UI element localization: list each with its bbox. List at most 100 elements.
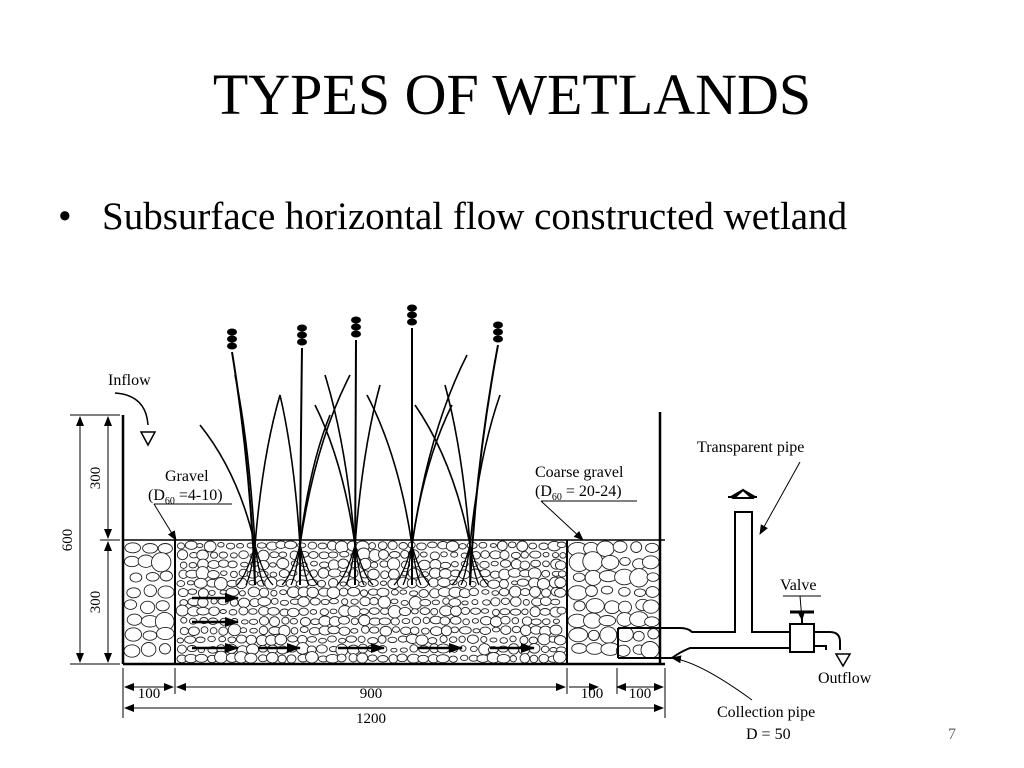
gravel-stone <box>440 625 453 637</box>
gravel-stone <box>244 652 258 664</box>
gravel-stone <box>207 635 216 643</box>
gravel-stone <box>327 551 339 559</box>
gravel-stone <box>427 637 438 645</box>
gravel-stone <box>367 654 378 662</box>
gravel-stone <box>175 604 189 617</box>
dimension-width-left: 100 <box>138 686 161 702</box>
gravel-stone <box>556 541 567 549</box>
plant-stem <box>469 344 499 586</box>
gravel-label-line1: Gravel <box>165 468 209 485</box>
gravel-stone <box>508 585 522 598</box>
gravel-stone <box>390 617 400 626</box>
gravel-stone <box>359 596 371 607</box>
gravel-stone <box>550 598 561 606</box>
plant-leaf <box>314 404 356 546</box>
gravel-stone <box>336 653 347 663</box>
gravel-stone <box>417 654 430 664</box>
gravel-stone <box>500 597 510 605</box>
gravel-stone <box>345 635 357 643</box>
gravel-stone <box>419 607 431 615</box>
gravel-stone <box>308 627 321 636</box>
gravel-stone <box>409 626 420 635</box>
gravel-stone <box>227 560 238 569</box>
gravel-stone <box>225 542 236 550</box>
gravel-stone <box>228 609 238 616</box>
gravel-stone <box>537 633 551 646</box>
inflow-label: Inflow <box>108 372 151 389</box>
plant-leaf <box>414 404 471 546</box>
plant-root <box>451 544 471 586</box>
gravel-stone <box>239 627 248 634</box>
gravel-stone <box>220 570 228 576</box>
gravel-stone <box>179 561 188 569</box>
gravel-stone <box>176 549 189 561</box>
gravel-stone <box>529 586 541 598</box>
gravel-stone <box>449 636 458 643</box>
gravel-stone <box>409 644 419 653</box>
gravel-stone <box>369 626 380 634</box>
gravel-stone <box>530 618 542 626</box>
gravel-stone <box>237 597 251 609</box>
gravel-stone <box>327 635 337 643</box>
gravel-stone <box>279 589 288 596</box>
gravel-stone <box>416 542 427 551</box>
gravel-stone <box>520 551 529 559</box>
gravel-stone <box>140 600 156 615</box>
gravel-stone <box>468 587 479 597</box>
plant-leaf <box>279 394 301 546</box>
gravel-stone <box>238 606 249 616</box>
gravel-stone <box>177 542 185 550</box>
gravel-stone <box>510 608 522 616</box>
gravel-stone <box>269 551 280 559</box>
valve-body <box>789 623 815 653</box>
gravel-stone <box>329 598 339 605</box>
gravel-stone <box>129 572 143 583</box>
outflow-label: Outflow <box>818 670 872 687</box>
gravel-stone <box>258 654 268 663</box>
gravel-stone <box>310 618 321 626</box>
plant-leaf <box>254 394 281 546</box>
gravel-stone <box>195 636 206 644</box>
plant-seed-head <box>227 342 237 350</box>
gravel-stone <box>217 541 225 548</box>
slide-title: TYPES OF WETLANDS <box>212 62 812 127</box>
gravel-stone <box>572 572 586 582</box>
horizontal-dimensions <box>122 668 666 718</box>
gravel-stone <box>387 636 398 644</box>
gravel-stone <box>269 571 278 578</box>
gravel-stone <box>510 551 521 559</box>
gravel-stone <box>298 607 309 616</box>
gravel-stone <box>604 600 621 615</box>
gravel-stone <box>552 552 560 559</box>
gravel-stone <box>236 543 245 549</box>
gravel-stone <box>479 560 490 569</box>
gravel-stone <box>585 585 598 597</box>
gravel-stone <box>619 556 631 566</box>
gravel-stone <box>448 598 462 608</box>
gravel-stone <box>511 617 520 625</box>
gravel-stone <box>142 543 159 554</box>
gravel-stone <box>431 599 440 606</box>
plant-seed-head <box>407 311 417 319</box>
gravel-stone <box>309 609 318 615</box>
gravel-stone <box>630 541 643 553</box>
gravel-stone <box>318 637 327 644</box>
gravel-stone <box>490 560 499 567</box>
gravel-stone <box>396 653 408 663</box>
gravel-stone <box>218 635 227 643</box>
gravel-stone <box>450 605 462 617</box>
gravel-stone <box>279 599 289 606</box>
gravel-stone <box>445 540 460 552</box>
gravel-stone <box>214 577 228 591</box>
gravel-stone <box>540 645 550 653</box>
gravel-stone <box>338 626 351 636</box>
gravel-stone <box>218 551 228 559</box>
gravel-stone <box>378 549 389 560</box>
gravel-stone <box>200 626 209 634</box>
gravel-stone <box>179 626 189 636</box>
gravel-stone <box>256 542 267 549</box>
gravel-stone <box>528 636 538 645</box>
gravel-stone <box>451 561 459 568</box>
gravel-stone <box>492 608 500 617</box>
gravel-stone <box>214 650 228 664</box>
